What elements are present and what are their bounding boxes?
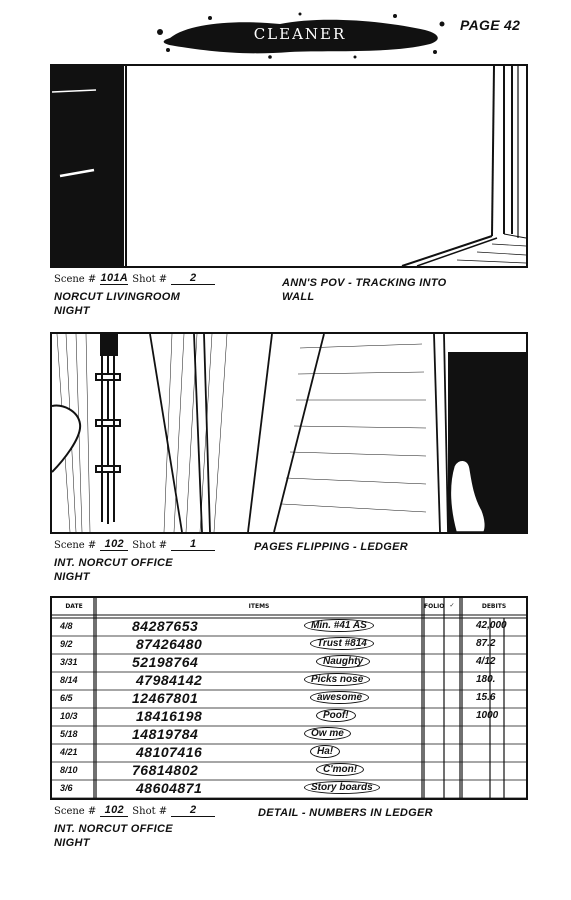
scene-number: 102 <box>100 538 129 551</box>
ledger-date: 8/14 <box>60 675 78 685</box>
ledger-debit: 1000 <box>476 710 499 721</box>
frame-2-drawing <box>52 334 526 532</box>
panel-3-shot-info: Scene # 102 Shot # 2 <box>54 804 216 817</box>
col-debits: DEBITS <box>481 603 507 610</box>
ledger-debit: 180. <box>476 674 496 685</box>
panel-3-slug: INT. NORCUT OFFICE NIGHT <box>54 822 173 850</box>
shot-label: Shot # <box>132 806 168 817</box>
logo-text: CLEANER <box>253 25 347 43</box>
ledger-number: 84287653 <box>132 618 199 634</box>
storyboard-frame-1 <box>50 64 528 268</box>
ledger-debit: 15.6 <box>476 692 496 703</box>
ledger-date: 4/21 <box>60 747 78 757</box>
ledger-number: 18416198 <box>136 708 203 724</box>
ledger-note: Story boards <box>304 781 380 794</box>
scene-label: Scene # <box>54 540 97 551</box>
action-line-1: ANN'S POV - TRACKING INTO <box>282 277 447 289</box>
ledger-date: 3/31 <box>60 657 78 667</box>
slug-line-1: INT. NORCUT OFFICE <box>54 557 173 569</box>
ink-splatter-icon <box>157 12 445 59</box>
action-line-1: PAGES FLIPPING - LEDGER <box>254 541 408 553</box>
ledger-note: Ha! <box>310 745 341 758</box>
ledger-number: 52198764 <box>132 654 199 670</box>
panel-3-action: DETAIL - NUMBERS IN LEDGER <box>258 806 433 820</box>
col-date: DATE <box>65 603 83 610</box>
action-line-2: WALL <box>282 291 315 303</box>
panel-1-action: ANN'S POV - TRACKING INTO WALL <box>282 276 447 304</box>
scene-number: 101A <box>100 272 129 285</box>
ledger-date: 3/6 <box>60 783 73 793</box>
ledger-note: Poof! <box>316 709 356 722</box>
ledger-grid <box>52 598 526 798</box>
ledger-number: 14819784 <box>132 726 199 742</box>
panel-2-action: PAGES FLIPPING - LEDGER <box>254 540 408 554</box>
ledger-note: Ow me <box>304 727 351 740</box>
ledger-number: 12467801 <box>132 690 199 706</box>
col-items: ITEMS <box>248 603 270 610</box>
ledger-number: 48604871 <box>136 780 203 796</box>
slug-line-2: NIGHT <box>54 571 90 583</box>
col-check: ✓ <box>449 602 455 609</box>
slug-line-2: NIGHT <box>54 837 90 849</box>
ledger-note: Min. #41 AS <box>304 619 374 632</box>
shot-number: 1 <box>171 538 216 551</box>
storyboard-frame-3: DATE ITEMS FOLIO ✓ DEBITS 4/8 84287653 Min… <box>50 596 528 800</box>
ledger-date: 4/8 <box>60 621 73 631</box>
panel-2-shot-info: Scene # 102 Shot # 1 <box>54 538 216 551</box>
cleaner-logo: CLEANER <box>150 10 450 60</box>
slug-line-1: NORCUT LIVINGROOM <box>54 291 181 303</box>
ledger-debit: 87.2 <box>476 638 496 649</box>
ledger-note: Trust #814 <box>310 637 374 650</box>
shot-number: 2 <box>171 272 216 285</box>
ledger-note: Picks nose <box>304 673 371 686</box>
scene-label: Scene # <box>54 274 97 285</box>
ledger-date: 9/2 <box>60 639 73 649</box>
shot-number: 2 <box>171 804 216 817</box>
ledger-number: 48107416 <box>136 744 203 760</box>
ledger-note: awesome <box>310 691 370 704</box>
ledger-date: 6/5 <box>60 693 73 703</box>
frame-1-drawing <box>52 66 526 266</box>
page-number: PAGE 42 <box>460 17 521 33</box>
ledger-debit: 42,000 <box>476 620 507 631</box>
shot-label: Shot # <box>132 274 168 285</box>
panel-2-slug: INT. NORCUT OFFICE NIGHT <box>54 556 173 584</box>
slug-line-2: NIGHT <box>54 305 90 317</box>
col-folio: FOLIO <box>424 603 445 610</box>
storyboard-frame-2 <box>50 332 528 534</box>
ledger-date: 5/18 <box>60 729 78 739</box>
ledger-note: C'mon! <box>316 763 365 776</box>
slug-line-1: INT. NORCUT OFFICE <box>54 823 173 835</box>
panel-1-shot-info: Scene # 101A Shot # 2 <box>54 272 216 285</box>
scene-label: Scene # <box>54 806 97 817</box>
ledger-number: 47984142 <box>136 672 203 688</box>
ledger-date: 10/3 <box>60 711 78 721</box>
panel-1-slug: NORCUT LIVINGROOM NIGHT <box>54 290 180 318</box>
ledger-number: 87426480 <box>136 636 203 652</box>
ledger-note: Naughty <box>316 655 370 668</box>
scene-number: 102 <box>100 804 129 817</box>
ledger-number: 76814802 <box>132 762 199 778</box>
action-line-1: DETAIL - NUMBERS IN LEDGER <box>258 807 433 819</box>
ledger-date: 8/10 <box>60 765 78 775</box>
shot-label: Shot # <box>132 540 168 551</box>
ledger-debit: 4/12 <box>476 656 496 667</box>
